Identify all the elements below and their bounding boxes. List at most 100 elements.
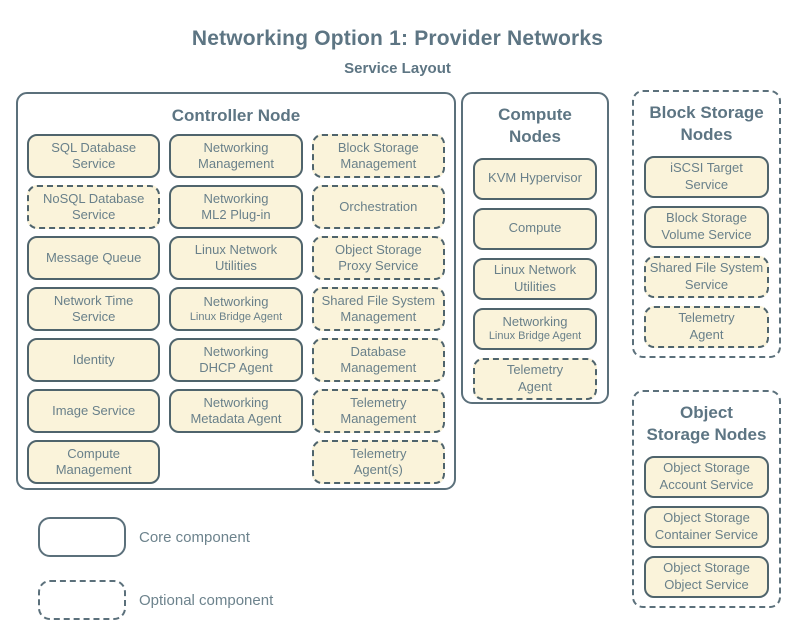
service-label-line: Metadata Agent [190,411,282,427]
service-label-line: Management [340,156,417,172]
service-label-line: Service [71,156,116,172]
legend-item-core: Core component [38,517,250,557]
service-label-line: Utilities [215,258,257,274]
service-label-line: Networking [203,394,269,410]
service-label-line: iSCSI Target [670,159,743,175]
service-identity: Identity [27,338,161,383]
service-label-line: Shared File System [649,259,764,275]
service-label-line: Telemetry [506,361,564,377]
service-label-line: Service [71,207,116,223]
service-label-line: Linux Network [194,241,278,257]
service-label-line: Message Queue [45,249,142,265]
service-label-line: Management [198,156,274,172]
service-label-subline: Linux Bridge Agent [488,330,582,343]
legend-label-optional: Optional component [139,591,274,609]
service-label-line: Orchestration [339,198,418,214]
group-title-line: Block Storage [649,103,764,122]
service-label-line: Shared File System [321,292,436,308]
service-compute: Compute [473,207,597,250]
service-label-line: Utilities [514,278,556,294]
service-label-line: Service [684,276,729,292]
service-label-line: Volume Service [661,226,752,242]
service-label-line: Networking [203,190,269,206]
service-label-line: Management [340,360,417,376]
service-label-line: Telemetry [350,445,407,461]
service-label-line: Telemetry [678,309,735,325]
service-label-line: Identity [72,351,115,367]
controller-node-title: Controller Node [18,105,454,127]
service-label-line: Object Storage [663,559,750,575]
service-label-line: Management [55,462,132,478]
service-label-line: Object Storage [663,509,750,525]
service-label-line: Object Storage [334,241,422,257]
service-label-line: Service [684,176,729,192]
legend-label-core: Core component [139,528,250,546]
diagram-subtitle: Service Layout [344,60,451,77]
service-label-line: Agent(s) [353,462,403,478]
service-label-line: Account Service [659,476,754,492]
group-title-line: Controller Node [171,106,301,125]
optional-component-swatch [38,580,126,620]
service-orchestration: Orchestration [311,185,445,230]
service-label-line: Compute [508,220,562,236]
service-label-line: Container Service [654,526,759,542]
service-label-line: Networking [502,313,568,329]
service-label-line: Block Storage [337,139,419,155]
service-label-line: Agent [689,326,724,342]
service-image-service: Image Service [27,389,161,434]
group-title-line: Nodes [680,125,733,145]
group-title-line: Compute [498,105,572,124]
group-title-line: Storage Nodes [646,425,767,445]
service-label-line: ML2 Plug-in [201,207,271,223]
service-label-line: Agent [518,378,552,394]
service-label-line: Linux Network [493,261,577,277]
service-label-line: Network Time [53,292,134,308]
service-label-line: Management [340,309,417,325]
group-title-line: Nodes [509,127,561,147]
service-label-line: Object Service [664,576,749,592]
service-label-line: KVM Hypervisor [488,170,582,186]
group-title-line: Object [680,403,733,422]
service-label-line: SQL Database [51,139,137,155]
diagram-title: Networking Option 1: Provider Networks [191,27,604,50]
service-message-queue: Message Queue [27,236,161,281]
service-label-line: Database [350,343,407,359]
service-label-line: Telemetry [350,394,407,410]
service-label-line: Networking [203,294,269,310]
service-label-line: Compute [67,445,121,461]
core-component-swatch [38,517,126,557]
service-label-subline: Linux Bridge Agent [189,311,283,323]
